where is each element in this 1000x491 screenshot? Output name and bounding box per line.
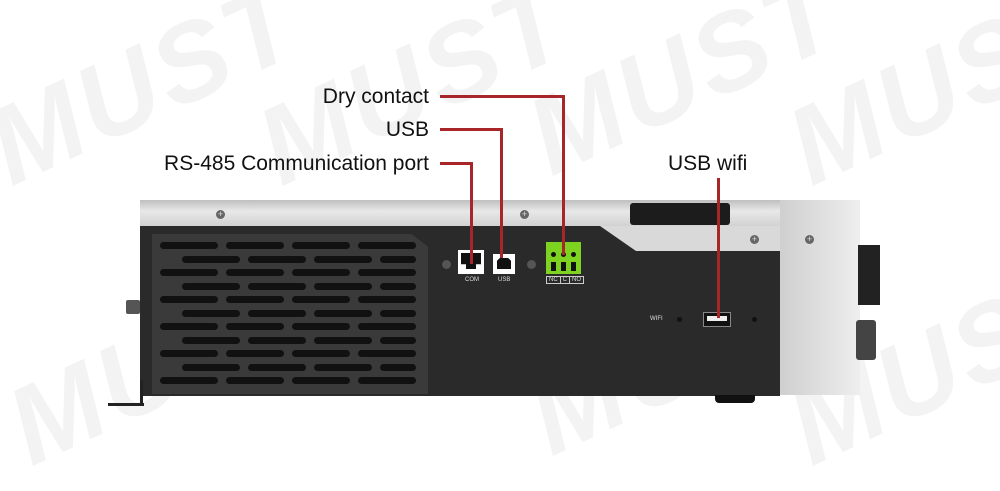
screw-icon: [527, 260, 536, 269]
vent-slot: [292, 269, 350, 276]
vent-slot: [248, 363, 306, 371]
screw-icon: [442, 260, 451, 269]
vent-slot: [160, 269, 218, 276]
dry-contact-leader: [562, 95, 565, 255]
rs485-label: RS-485 Communication port: [164, 152, 429, 175]
vent-slot: [160, 242, 218, 249]
vent-slot: [358, 350, 416, 357]
vent-slot: [248, 309, 306, 317]
usb-wifi-leader: [717, 178, 720, 318]
usb-b-icon: [497, 258, 511, 269]
left-bolt: [126, 300, 140, 314]
antenna-connector: [856, 320, 876, 360]
vent-slot: [226, 323, 284, 330]
vent-slot: [182, 282, 240, 290]
bottom-foot: [715, 395, 755, 403]
vent-slot: [226, 269, 284, 276]
handle: [630, 203, 730, 225]
vent-slot: [314, 282, 372, 290]
vent-slot: [292, 350, 350, 357]
vent-slot: [380, 309, 416, 317]
vent-slot: [358, 269, 416, 276]
vent-slot: [292, 323, 350, 330]
terminal-no: NO: [572, 277, 582, 283]
vent-slot: [182, 309, 240, 317]
usb-b-port[interactable]: [493, 254, 515, 274]
vent-slot: [292, 377, 350, 384]
vent-slot: [160, 350, 218, 357]
vent-slot: [292, 296, 350, 303]
vent-slot: [314, 309, 372, 317]
com-label: COM: [465, 277, 479, 283]
vent-slot: [226, 377, 284, 384]
vent-slot: [314, 336, 372, 344]
vent-slot: [314, 255, 372, 263]
vent-slot: [182, 363, 240, 371]
terminal-c: C: [561, 277, 571, 283]
vent-slot: [248, 255, 306, 263]
side-bracket: [858, 245, 880, 305]
vent-slot: [314, 363, 372, 371]
vent-slot: [226, 242, 284, 249]
usb-leader: [500, 128, 503, 258]
vent-slot: [358, 323, 416, 330]
vent-slot: [292, 242, 350, 249]
vent-slot: [380, 255, 416, 263]
screw-icon: +: [805, 234, 814, 244]
vent-slot: [160, 323, 218, 330]
vent-slot: [226, 350, 284, 357]
dry-contact-label: Dry contact: [322, 85, 429, 108]
vent-slot: [182, 336, 240, 344]
terminal-labels: NC C NO: [546, 276, 585, 284]
usb-wifi-label: USB wifi: [668, 152, 748, 175]
screw-icon: +: [750, 234, 759, 244]
right-panel: [780, 200, 860, 395]
terminal-nc: NC: [547, 277, 561, 283]
screw-icon: +: [520, 209, 529, 219]
vent-slot: [160, 296, 218, 303]
vent-slot: [358, 296, 416, 303]
screw-icon: +: [216, 209, 225, 219]
status-led: [752, 317, 757, 322]
left-stand: [108, 403, 144, 406]
vent-slot: [358, 242, 416, 249]
vent-slot: [182, 255, 240, 263]
vent-slot: [226, 296, 284, 303]
vent-slot: [160, 377, 218, 384]
vent-slot: [380, 336, 416, 344]
rs485-leader: [470, 162, 473, 264]
vent-slot: [380, 282, 416, 290]
vent-slot: [380, 363, 416, 371]
dry-contact-leader: [440, 95, 565, 98]
usb-a-icon: [707, 316, 727, 321]
wifi-label: WIFI: [650, 316, 663, 322]
vent-slot: [248, 336, 306, 344]
usb-callout-label: USB: [385, 118, 429, 141]
rs485-leader: [440, 162, 473, 165]
wifi-led: [677, 317, 682, 322]
vent-slot: [248, 282, 306, 290]
left-stand-post: [140, 380, 143, 406]
usb-leader: [440, 128, 503, 131]
usb-label: USB: [498, 277, 511, 283]
vent-slot: [358, 377, 416, 384]
